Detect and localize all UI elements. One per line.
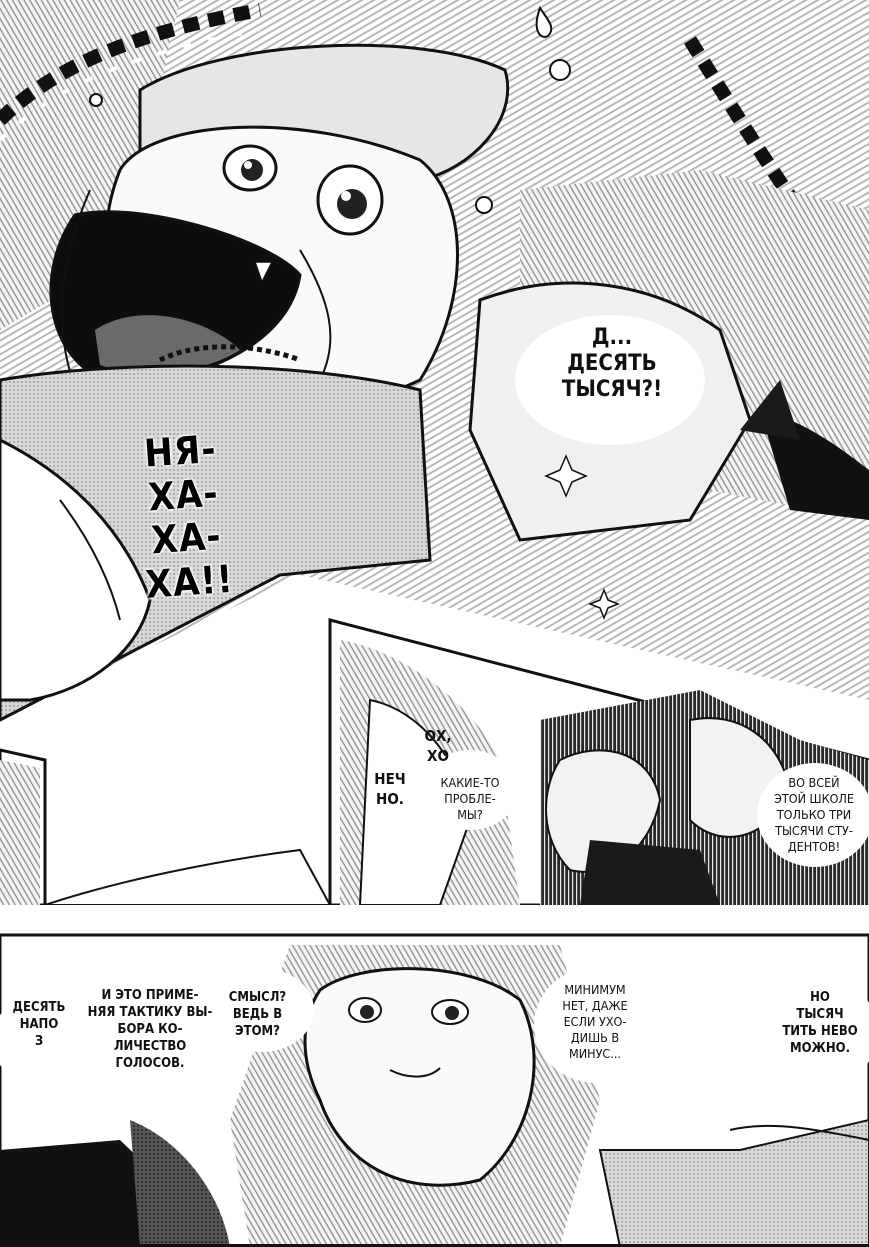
speech-bubbles [0,315,869,1110]
speech-bubble-oh: ОХ, ХО [424,727,452,765]
speech-bubble-heh: НЕЧ НО. [374,770,406,808]
panel-1-art [0,0,869,722]
speech-bubble-ten-cut: ДЕСЯТЬ НАПО З [12,1000,66,1049]
speech-bubble-ten-thousand: Д... ДЕСЯТЬ ТЫСЯЧ?! [561,325,663,402]
sfx-laughter: НЯ- ХА- ХА- ХА!! [142,426,235,607]
speech-bubble-votes: И ЭТО ПРИМЕ- НЯЯ ТАКТИКУ ВЫ- БОРА КО- ЛИ… [87,988,213,1071]
panel-2-art [0,618,869,907]
speech-bubble-problems: КАКИЕ-ТО ПРОБЛЕ- МЫ? [440,775,500,822]
speech-bubble-minus: МИНИМУМ НЕТ, ДАЖЕ ЕСЛИ УХО- ДИШЬ В МИНУС… [562,982,628,1061]
speech-bubble-possible: НО ТЫСЯЧ ТИТЬ НЕВО МОЖНО. [782,990,858,1056]
speech-bubble-question: СМЫСЛ? ВЕДЬ В ЭТОМ? [228,990,287,1039]
speech-bubble-school-students: ВО ВСЕЙ ЭТОЙ ШКОЛЕ ТОЛЬКО ТРИ ТЫСЯЧИ СТУ… [774,775,854,854]
